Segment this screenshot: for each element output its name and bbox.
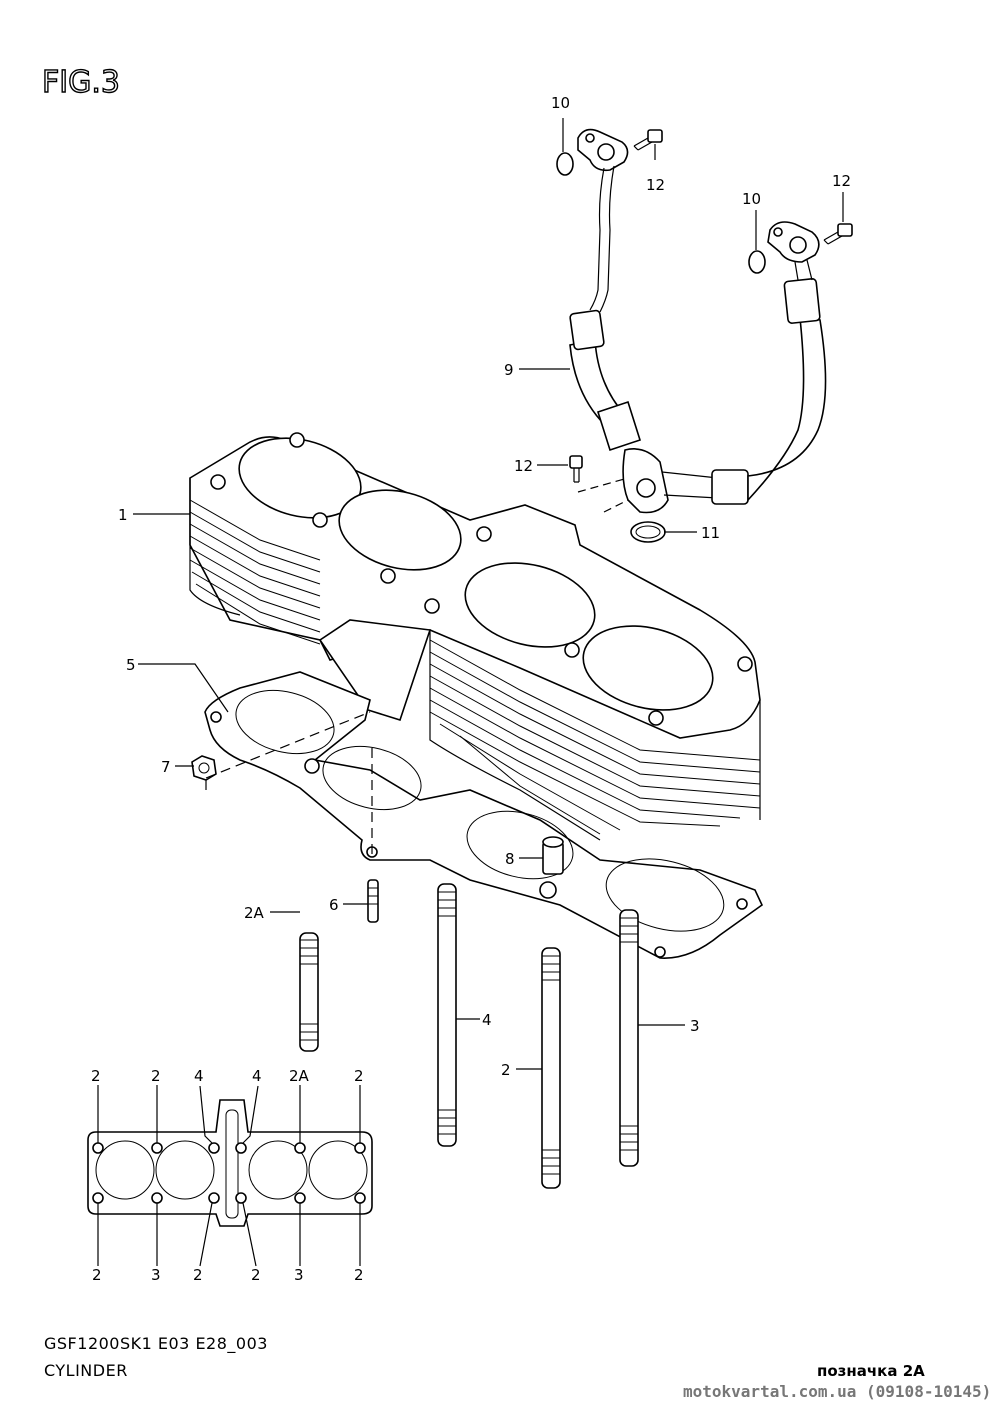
callout-4: 4 [482, 1011, 492, 1029]
stud-2a [299, 932, 319, 1052]
cylinder-block [189, 432, 761, 841]
callout-12-top: 12 [646, 176, 665, 194]
callout-11: 11 [701, 524, 720, 542]
map-label-top-4: 4 [252, 1067, 262, 1085]
note-label: позначка 2А [817, 1362, 925, 1380]
o-ring-10-right [748, 250, 766, 274]
cylinder-base-gasket [204, 671, 764, 959]
map-label-top-2: 2 [151, 1067, 161, 1085]
map-label-bottom-6: 2 [354, 1266, 364, 1284]
callout-9: 9 [504, 361, 514, 379]
callout-2a: 2A [244, 904, 265, 922]
callout-6: 6 [329, 896, 339, 914]
stud-location-map: 2 2 4 4 2A 2 2 3 2 2 3 2 [87, 1067, 373, 1284]
map-label-top-1: 2 [91, 1067, 101, 1085]
model-code: GSF1200SK1 E03 E28_003 [44, 1334, 268, 1353]
dowel-8 [542, 836, 564, 875]
figure-title: FIG.3 [42, 65, 120, 100]
map-label-bottom-5: 3 [294, 1266, 304, 1284]
callout-5: 5 [126, 656, 136, 674]
callout-3: 3 [690, 1017, 700, 1035]
map-label-bottom-3: 2 [193, 1266, 203, 1284]
callout-7: 7 [161, 758, 171, 776]
bolt-12-right [823, 223, 853, 245]
callout-10-right: 10 [742, 190, 761, 208]
callout-12-mid: 12 [514, 457, 533, 475]
callout-12-right: 12 [832, 172, 851, 190]
bolt-12-top [633, 129, 663, 151]
map-label-bottom-2: 3 [151, 1266, 161, 1284]
callout-2: 2 [501, 1061, 511, 1079]
source-watermark: motokvartal.com.ua (09108-10145) [683, 1382, 992, 1401]
section-name: CYLINDER [44, 1361, 128, 1380]
map-label-top-3: 4 [194, 1067, 204, 1085]
callout-8: 8 [505, 850, 515, 868]
oil-hose-assembly [556, 128, 853, 543]
stud-4 [437, 883, 457, 1147]
map-label-top-5: 2A [289, 1067, 310, 1085]
callout-1: 1 [118, 506, 128, 524]
o-ring-10-top [556, 152, 574, 176]
map-label-bottom-1: 2 [92, 1266, 102, 1284]
callout-10-top: 10 [551, 94, 570, 112]
nut-7 [191, 755, 217, 781]
bolt-12-mid [569, 455, 583, 483]
stud-2 [541, 947, 561, 1189]
callout-leaders [133, 118, 844, 1070]
map-label-top-6: 2 [354, 1067, 364, 1085]
map-label-bottom-4: 2 [251, 1266, 261, 1284]
stud-3 [619, 909, 639, 1167]
dowel-pin-6 [367, 879, 379, 923]
